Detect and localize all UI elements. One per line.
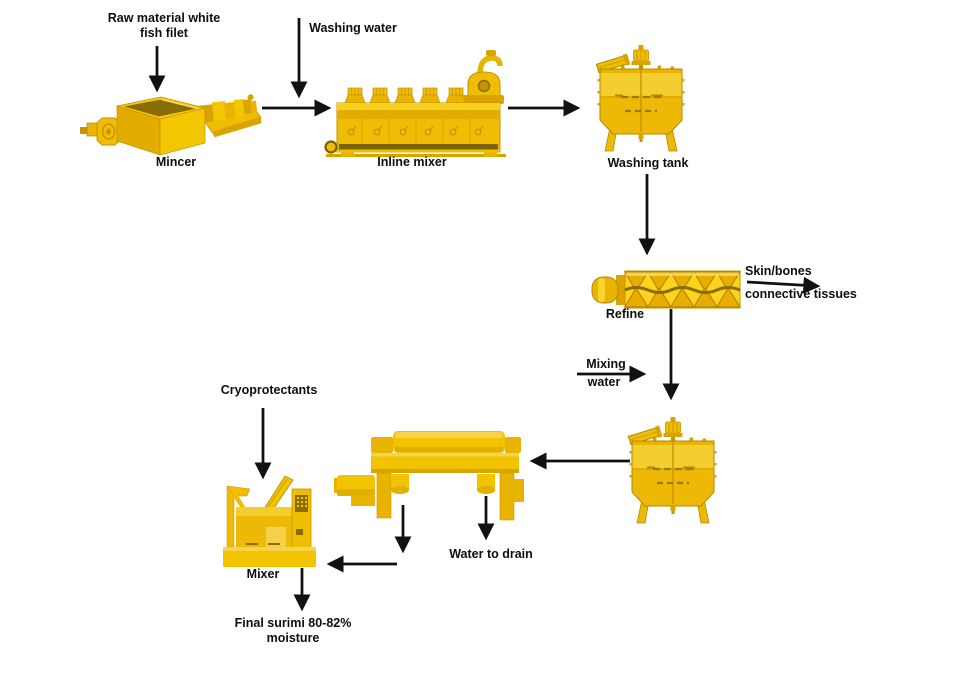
washing-water-label: Washing water <box>309 21 397 35</box>
mixer-machine <box>223 475 316 567</box>
inline-mixer-machine <box>324 50 506 157</box>
mincer-label: Mincer <box>155 155 197 169</box>
washing-tank-label: Washing tank <box>607 156 689 170</box>
inline-mixer-label: Inline mixer <box>377 155 447 169</box>
water-to-drain-label: Water to drain <box>449 547 533 561</box>
raw-material-label: Raw material white fish filet <box>107 11 221 40</box>
second-washing-tank-machine <box>626 415 718 525</box>
mixer-label: Mixer <box>246 567 280 581</box>
mixing-water-label-line2: water <box>587 375 621 389</box>
arrow-refine-to-skin-bones <box>746 276 821 294</box>
refine-label: Refine <box>605 307 645 321</box>
final-surimi-label: Final surimi 80-82% moisture <box>234 616 352 645</box>
mixing-water-label-line1: Mixing <box>586 357 626 371</box>
skin-bones-label: Skin/bones <box>745 264 812 278</box>
washing-tank-machine <box>594 43 686 153</box>
decanter-machine <box>334 431 524 521</box>
cryoprotectants-label: Cryoprotectants <box>220 383 318 397</box>
mincer-machine <box>80 94 262 156</box>
refine-machine <box>591 270 742 309</box>
connective-tissues-label: connective tissues <box>745 287 857 301</box>
